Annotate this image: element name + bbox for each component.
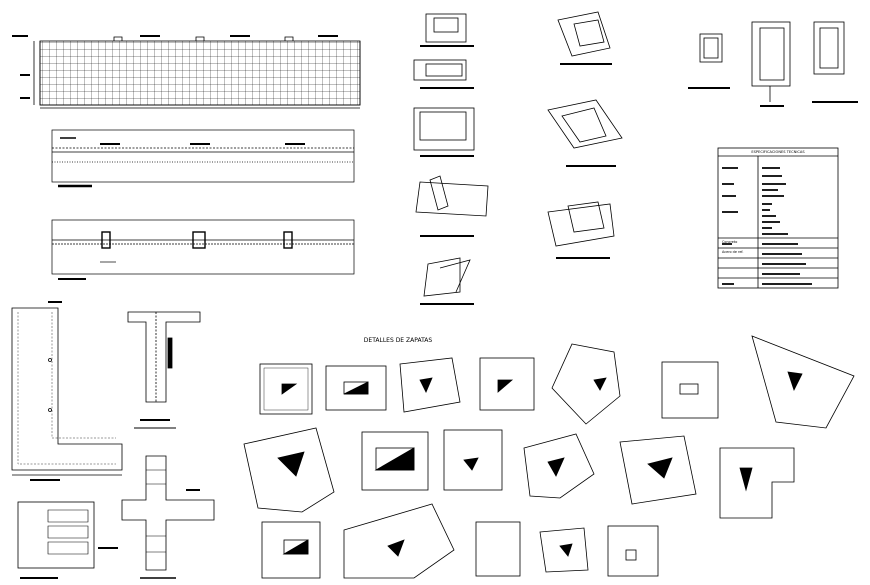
wall-elevation-mesh bbox=[12, 35, 361, 109]
wall-longitudinal-section bbox=[51, 129, 355, 188]
column-section-details bbox=[413, 13, 489, 305]
wall-plan-section bbox=[51, 219, 355, 280]
column-section-details-right bbox=[547, 11, 623, 259]
brick-wall-plan bbox=[17, 501, 118, 579]
spec-table-title: ESPECIFICACIONES TECNICAS bbox=[751, 150, 805, 154]
column-elevations-right bbox=[688, 21, 858, 107]
zapatas-title: DETALLES DE ZAPATAS bbox=[364, 337, 433, 344]
column-t-section bbox=[127, 311, 201, 429]
retaining-wall-section bbox=[11, 301, 123, 481]
spec-label-concreto: Concreto bbox=[722, 240, 737, 244]
footing-plans bbox=[243, 335, 855, 579]
spec-label-acero: Acero de ref. bbox=[722, 250, 743, 254]
spec-table bbox=[717, 147, 839, 289]
column-cross-section bbox=[121, 455, 215, 579]
